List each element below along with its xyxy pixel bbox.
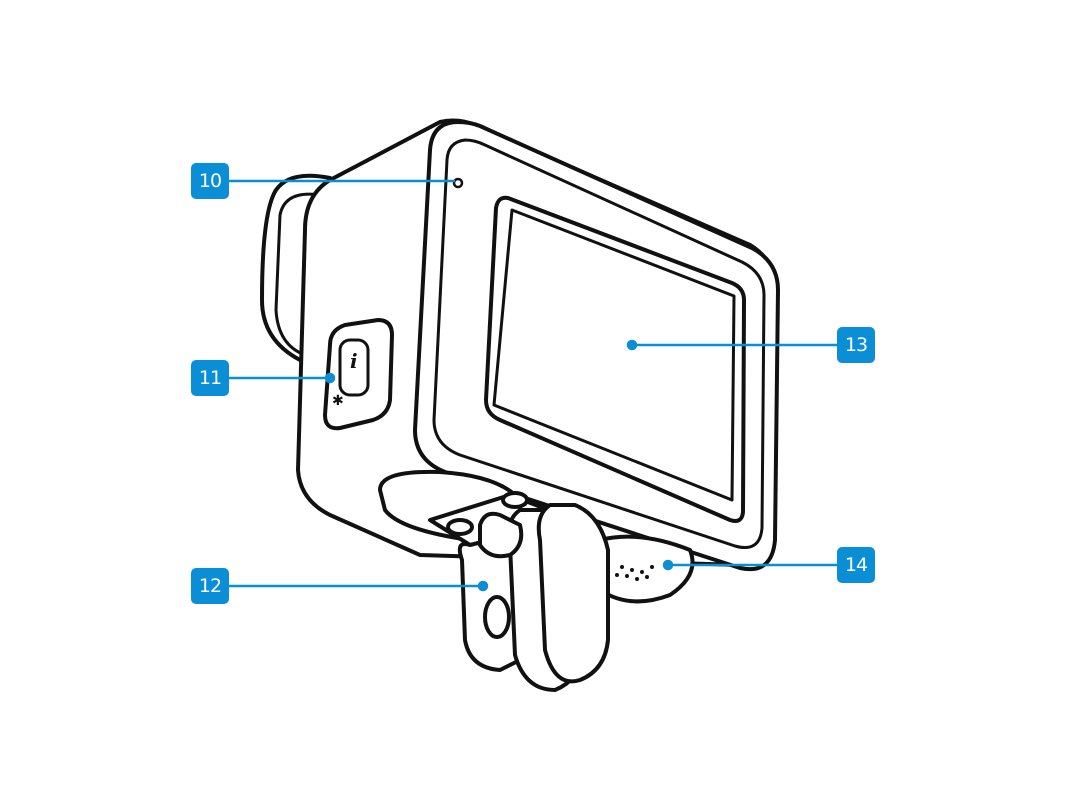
speaker-grille (615, 565, 654, 581)
svg-text:✱: ✱ (332, 392, 344, 408)
mounting-finger (536, 503, 610, 684)
status-light (452, 177, 464, 189)
callout-14: 14 (837, 547, 875, 583)
callout-13: 13 (837, 327, 875, 363)
leader-dot-14 (662, 559, 674, 571)
callout-10: 10 (191, 163, 229, 199)
leader-dot-13 (626, 339, 638, 351)
leader-dot-11 (324, 372, 336, 384)
mode-button (323, 318, 394, 431)
leader-dot-12 (477, 580, 489, 592)
callout-11: 11 (191, 360, 229, 396)
touch-screen (484, 195, 746, 523)
callout-12: 12 (191, 568, 229, 604)
svg-text:i: i (350, 349, 358, 373)
speaker-area (598, 534, 695, 604)
